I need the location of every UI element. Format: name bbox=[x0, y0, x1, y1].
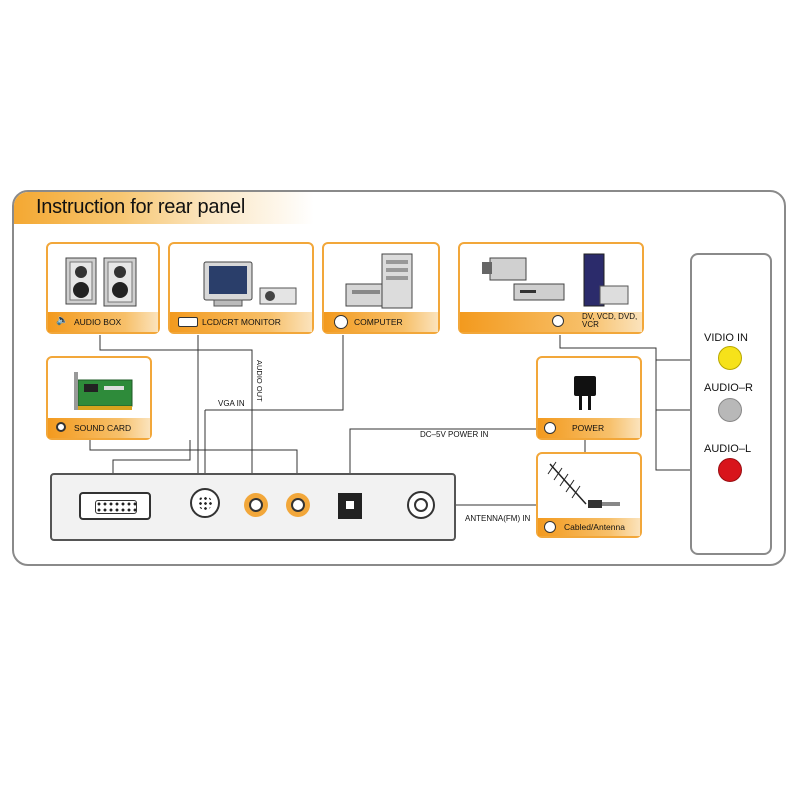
svideo-small-icon bbox=[334, 315, 348, 329]
dv-source-card: DV, VCD, DVD, VCR bbox=[458, 242, 644, 334]
power-footer: POWER bbox=[538, 418, 640, 438]
dc-power-in-label: DC–5V POWER IN bbox=[420, 430, 489, 439]
sound-card-label: SOUND CARD bbox=[74, 423, 132, 433]
audio-box-card: 🔈 AUDIO BOX bbox=[46, 242, 160, 334]
audio-box-label: AUDIO BOX bbox=[74, 317, 122, 327]
audio-out-jack[interactable] bbox=[244, 493, 268, 517]
audio-l-label: AUDIO–L bbox=[704, 443, 752, 455]
audio-l-jack[interactable] bbox=[718, 458, 742, 482]
computer-icon bbox=[345, 253, 413, 309]
speaker-small-icon: 🔈 bbox=[56, 315, 69, 326]
diagram-title: Instruction for rear panel bbox=[36, 196, 245, 218]
power-card: POWER bbox=[536, 356, 642, 440]
power-plug-icon bbox=[574, 376, 596, 410]
antenna-icon bbox=[547, 461, 620, 508]
monitor-footer: LCD/CRT MONITOR bbox=[170, 312, 312, 332]
dc-power-port[interactable] bbox=[338, 493, 362, 519]
antenna-footer: Cabled/Antenna bbox=[538, 518, 640, 536]
antenna-label: Cabled/Antenna bbox=[564, 522, 625, 532]
sound-card-icon bbox=[74, 372, 133, 410]
monitor-icon bbox=[203, 261, 297, 307]
antenna-in-label: ANTENNA(FM) IN bbox=[465, 514, 531, 523]
vga-port[interactable] bbox=[79, 492, 151, 520]
rca-small-icon bbox=[552, 315, 564, 327]
audio-r-label: AUDIO–R bbox=[704, 382, 753, 394]
sound-card-footer: SOUND CARD bbox=[48, 418, 150, 438]
rear-connector-panel bbox=[50, 473, 456, 541]
power-label: POWER bbox=[572, 423, 605, 433]
video-in-jack[interactable] bbox=[718, 346, 742, 370]
vga-port-small-icon bbox=[178, 317, 198, 327]
computer-footer: COMPUTER bbox=[324, 312, 438, 332]
dc-jack-small-icon bbox=[544, 422, 556, 434]
speaker-icon bbox=[65, 257, 137, 307]
antenna-card: Cabled/Antenna bbox=[536, 452, 642, 538]
monitor-label: LCD/CRT MONITOR bbox=[202, 317, 281, 327]
coax-small-icon bbox=[544, 521, 556, 533]
audio-r-jack[interactable] bbox=[718, 398, 742, 422]
audio-in-jack[interactable] bbox=[286, 493, 310, 517]
computer-label: COMPUTER bbox=[354, 317, 403, 327]
dv-source-label: DV, VCD, DVD, VCR bbox=[582, 312, 638, 329]
dv-source-footer: DV, VCD, DVD, VCR bbox=[460, 312, 642, 332]
mini-din-port[interactable] bbox=[190, 488, 220, 518]
audio-jack-small-icon bbox=[56, 422, 66, 432]
sound-card-card: SOUND CARD bbox=[46, 356, 152, 440]
audio-box-footer: 🔈 AUDIO BOX bbox=[48, 312, 158, 332]
antenna-port[interactable] bbox=[407, 491, 435, 519]
video-in-label: VIDIO IN bbox=[704, 332, 749, 344]
video-devices-icon bbox=[482, 253, 629, 307]
audio-out-label: AUDIO OUT bbox=[255, 360, 264, 402]
computer-card: COMPUTER bbox=[322, 242, 440, 334]
vga-in-label: VGA IN bbox=[218, 399, 245, 408]
title-bar bbox=[14, 192, 314, 224]
monitor-card: LCD/CRT MONITOR bbox=[168, 242, 314, 334]
